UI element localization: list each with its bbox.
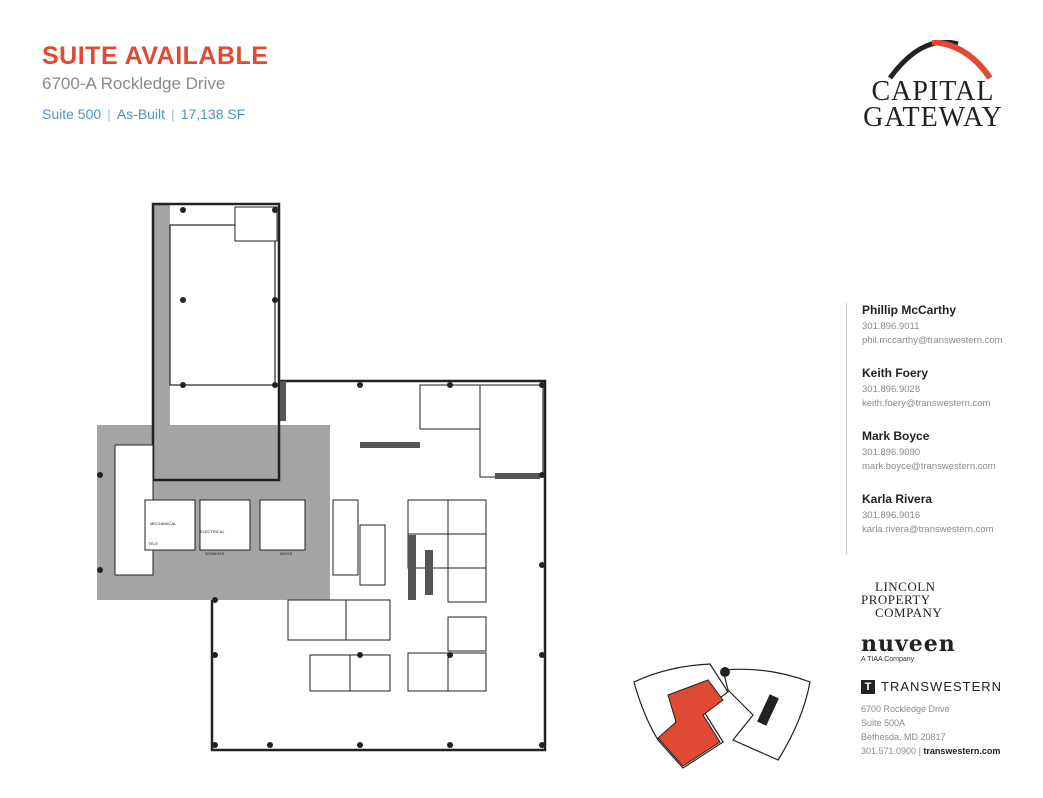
transwestern-address: 6700 Rockledge Drive Suite 500A Bethesda… [861, 702, 1041, 758]
nuveen-logo: nuveen [861, 631, 956, 657]
nuveen-tagline: A TIAA Company [861, 656, 915, 663]
mechanical-room [144, 499, 196, 551]
contact-phone[interactable]: 301.896.9090 [862, 447, 921, 458]
womens-room [199, 499, 251, 551]
suite-condition: As-Built [116, 106, 166, 122]
north-wing-interior [169, 224, 276, 386]
contact-phone[interactable]: 301.896.9028 [862, 384, 921, 395]
logo-text-gateway: GATEWAY [863, 102, 1003, 133]
hatch-wall-2 [408, 535, 416, 600]
west-corridor [153, 204, 170, 484]
hatch-wall-3 [425, 550, 433, 595]
label-mechanical: MECHANICAL [150, 521, 177, 526]
keyplan-suite-highlight [657, 679, 724, 767]
columns [97, 207, 545, 748]
elevators [332, 499, 359, 576]
contact-email[interactable]: phil.mccarthy@transwestern.com [862, 335, 1003, 346]
office-grid-8 [447, 652, 487, 692]
contact-email[interactable]: keith.foery@transwestern.com [862, 398, 991, 409]
contact-email[interactable]: karla.rivera@transwestern.com [862, 524, 994, 535]
transwestern-logo: T TRANSWESTERN [861, 679, 1041, 694]
office-grid-5 [447, 567, 487, 603]
logo-arc-icon [887, 40, 993, 80]
website-link[interactable]: transwestern.com [923, 746, 1001, 756]
contact-card: Mark Boyce 301.896.9090 mark.boyce@trans… [862, 429, 1043, 474]
contact-name: Mark Boyce [862, 429, 930, 443]
contact-phone[interactable]: 301.896.9011 [862, 321, 920, 332]
transwestern-icon: T [861, 679, 875, 694]
north-wing-outline [151, 202, 281, 482]
lincoln-line: COMPANY [875, 605, 943, 620]
mens-room [259, 499, 306, 551]
address-line: 6700 Rockledge Drive [861, 704, 950, 714]
suite-area: 17,138 SF [180, 106, 246, 122]
contacts-list: Phillip McCarthy 301.896.9011 phil.mccar… [846, 303, 1043, 555]
building-address: 6700-A Rockledge Drive [42, 74, 226, 93]
suite-details: Suite 500|As-Built|17,138 SF [42, 106, 246, 122]
contact-card: Keith Foery 301.896.9028 keith.foery@tra… [862, 366, 1043, 411]
keyplan-core [757, 694, 779, 726]
north-room [234, 206, 278, 242]
hatch-wall-1 [360, 442, 420, 448]
key-plan [633, 663, 811, 769]
lincoln-line: LINCOLN [875, 579, 936, 594]
suite-available-title: SUITE AVAILABLE [42, 42, 269, 70]
contact-phone[interactable]: 301.896.9016 [862, 510, 921, 521]
contact-card: Karla Rivera 301.896.9016 karla.rivera@t… [862, 492, 1043, 537]
office-phone[interactable]: 301.571.0900 [861, 746, 917, 756]
office-grid-6 [447, 616, 487, 652]
contact-card: Phillip McCarthy 301.896.9011 phil.mccar… [862, 303, 1043, 348]
stair-east [359, 524, 386, 586]
lincoln-property-logo: LINCOLN PROPERTY COMPANY [861, 580, 1041, 619]
transwestern-name: TRANSWESTERN [881, 679, 1003, 694]
contact-name: Keith Foery [862, 366, 929, 380]
label-womens: WOMEN'S [205, 551, 225, 556]
partners-block: LINCOLN PROPERTY COMPANY nuveen A TIAA C… [861, 580, 1041, 758]
phone-website: 301.571.0900 | transwestern.com [861, 746, 1001, 756]
contact-name: Phillip McCarthy [862, 303, 957, 317]
capital-gateway-logo: CAPITAL GATEWAY [858, 40, 1008, 133]
office-s2 [345, 599, 391, 641]
label-tele: TELE [148, 541, 158, 546]
floor-plan: MECHANICAL TELE WOMEN'S MEN'S ELECTRICAL [97, 202, 547, 752]
label-mens: MEN'S [280, 551, 293, 556]
office-s4 [349, 654, 391, 692]
logo-text-capital: CAPITAL [871, 76, 995, 107]
contact-email[interactable]: mark.boyce@transwestern.com [862, 461, 996, 472]
lincoln-line: PROPERTY [861, 592, 931, 607]
address-line: Suite 500A [861, 718, 906, 728]
contact-name: Karla Rivera [862, 492, 933, 506]
hatch-wall-4 [495, 473, 540, 479]
main-floor [215, 600, 543, 748]
address-line: Bethesda, MD 20817 [861, 732, 946, 742]
suite-number: Suite 500 [42, 106, 102, 122]
main-outline [210, 379, 547, 752]
hatch-wall-5 [280, 381, 286, 421]
keyplan-stair [720, 667, 730, 677]
label-electrical: ELECTRICAL [200, 529, 225, 534]
